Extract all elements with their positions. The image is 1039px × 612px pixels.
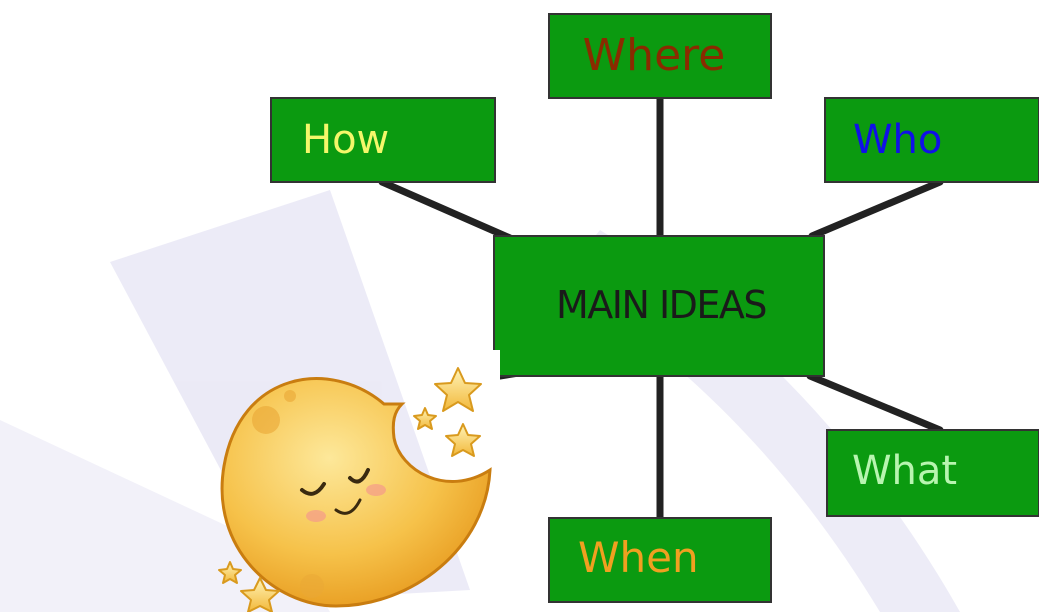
star-icon bbox=[413, 407, 437, 430]
connector-how bbox=[378, 178, 514, 242]
star-icons bbox=[218, 367, 482, 612]
connector-what bbox=[806, 372, 944, 434]
node-when: When bbox=[548, 517, 772, 603]
node-main-ideas: MAIN IDEAS bbox=[493, 235, 825, 377]
moon-backdrop bbox=[470, 350, 500, 380]
connectors bbox=[378, 94, 944, 524]
node-how-label: How bbox=[302, 117, 389, 163]
node-what: What bbox=[826, 429, 1039, 517]
star-icon bbox=[240, 577, 280, 612]
star-icon bbox=[434, 367, 482, 412]
connector-who bbox=[808, 178, 944, 240]
main-ideas-label: MAIN IDEAS bbox=[556, 283, 766, 327]
node-how: How bbox=[270, 97, 496, 183]
node-where-label: Where bbox=[583, 30, 726, 81]
sleeping-moon-icon bbox=[220, 377, 492, 608]
node-where: Where bbox=[548, 13, 772, 99]
star-icon bbox=[445, 423, 481, 457]
node-what-label: What bbox=[852, 448, 957, 494]
node-who-label: Who bbox=[853, 117, 942, 163]
node-when-label: When bbox=[578, 533, 699, 582]
node-who: Who bbox=[824, 97, 1039, 183]
star-icon bbox=[218, 561, 242, 584]
